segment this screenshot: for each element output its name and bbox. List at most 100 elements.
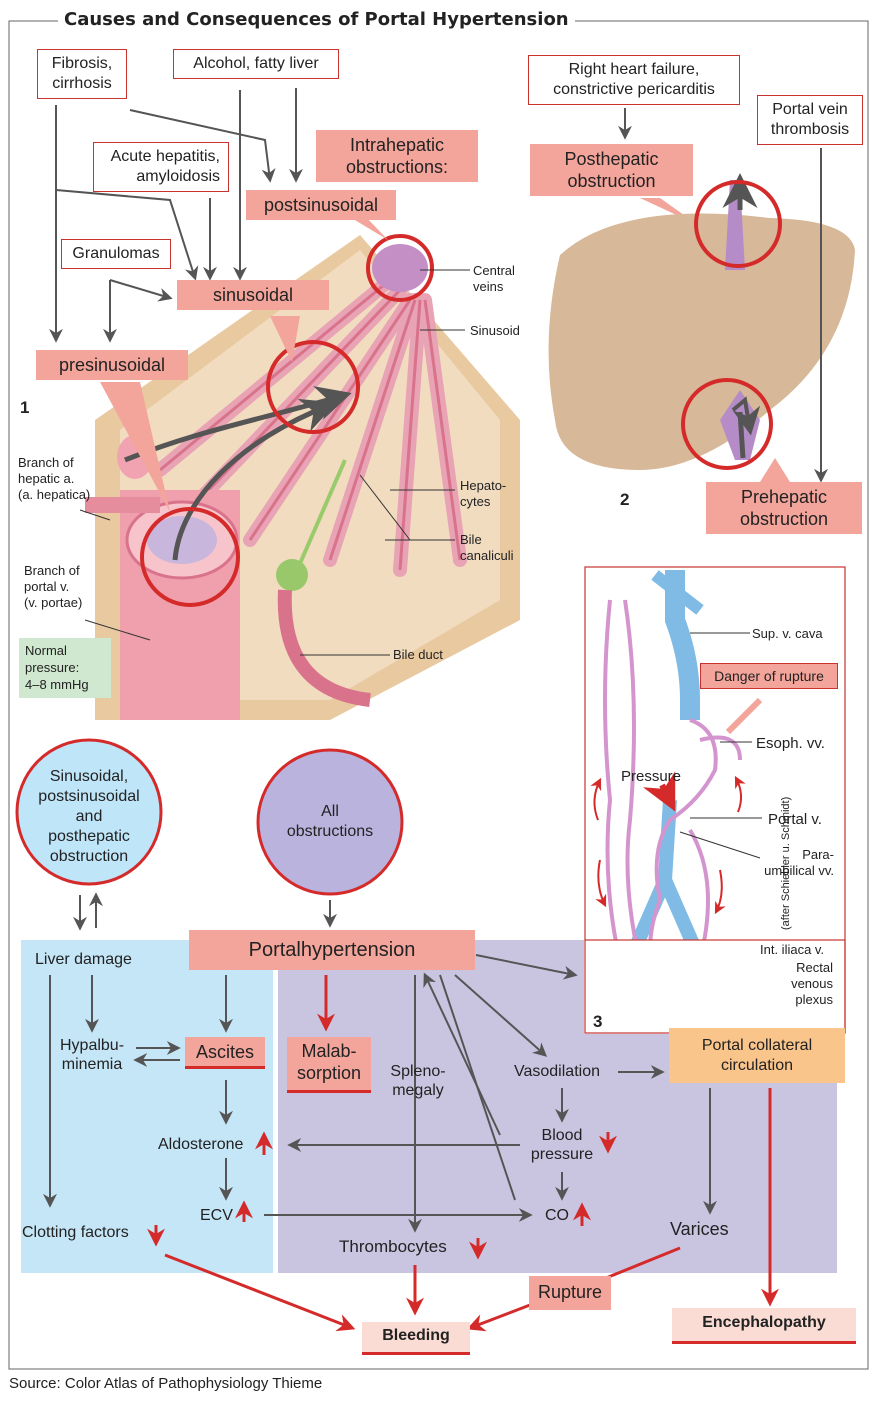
label-paraumbilical: Para- umbilical vv. xyxy=(740,847,834,879)
hypalbuminemia-line2: minemia xyxy=(61,1056,123,1073)
circle-purple-line1: All xyxy=(321,803,339,820)
panel2-arrows xyxy=(618,108,828,483)
box-portal-hypertension: Portalhypertension xyxy=(189,930,475,970)
box-ascites: Ascites xyxy=(185,1037,265,1069)
box-portal-collateral: Portal collateral circulation xyxy=(669,1028,845,1083)
cause-hepatitis-line1: Acute hepatitis, xyxy=(110,148,220,165)
label-credit: (after Schiebler u. Schmidt) xyxy=(780,796,792,930)
label-central-veins-line2: veins xyxy=(473,279,504,294)
label-portal-v: Portal v. xyxy=(768,811,822,828)
cause-right-heart-line2: constrictive pericarditis xyxy=(553,81,715,98)
label-intrahepatic-line2: obstructions: xyxy=(345,157,449,177)
circle-purple-line2: obstructions xyxy=(286,823,374,840)
panel3-overlap-mask xyxy=(584,940,837,1034)
circle-blue-line5: obstruction xyxy=(49,848,129,865)
label-liver-damage: Liver damage xyxy=(35,951,132,968)
label-rectal-line1: Rectal xyxy=(796,960,833,975)
portal-collateral-line2: circulation xyxy=(720,1057,794,1074)
label-thrombocytes: Thrombocytes xyxy=(339,1237,447,1256)
label-hypalbuminemia: Hypalbu- minemia xyxy=(52,1036,132,1074)
label-ecv: ECV xyxy=(200,1207,233,1224)
cause-fibrosis-line1: Fibrosis, xyxy=(51,55,113,72)
label-rectal-line3: plexus xyxy=(795,992,833,1007)
label-danger-rupture: Danger of rupture xyxy=(700,663,838,689)
label-intrahepatic-line1: Intrahepatic xyxy=(349,135,445,155)
panel-number-3: 3 xyxy=(593,1012,603,1031)
circle-blue-line2: postsinusoidal xyxy=(38,788,140,805)
cause-portal-thrombosis-line2: thrombosis xyxy=(770,121,850,138)
label-bile-canaliculi-line2: canaliculi xyxy=(460,548,514,563)
label-rectal-line2: venous xyxy=(791,976,833,991)
flow-arrows xyxy=(43,892,717,1233)
panel-number-1: 1 xyxy=(20,398,30,417)
box-bleeding: Bleeding xyxy=(362,1322,470,1355)
liver-damage-region xyxy=(21,940,273,1273)
flow-red-arrows xyxy=(164,975,779,1332)
label-central-veins-line1: Central xyxy=(473,263,515,278)
splenomegaly-line2: megaly xyxy=(392,1082,444,1099)
label-intrahepatic: Intrahepatic obstructions: xyxy=(316,130,478,182)
malabsorption-line1: Malab- xyxy=(301,1041,357,1061)
label-prehepatic: Prehepatic obstruction xyxy=(706,482,862,534)
cause-portal-thrombosis-line1: Portal vein xyxy=(772,101,848,118)
label-branch-portal-line1: Branch of xyxy=(24,563,80,578)
label-posthepatic: Posthepatic obstruction xyxy=(530,144,693,196)
label-posthepatic-line1: Posthepatic xyxy=(564,149,659,169)
label-branch-hepatic-line2: hepatic a. xyxy=(18,471,75,486)
label-bile-canaliculi: Bile canaliculi xyxy=(460,532,513,564)
label-branch-hepatic: Branch of hepatic a. (a. hepatica) xyxy=(18,455,90,503)
cause-portal-thrombosis: Portal vein thrombosis xyxy=(757,95,863,145)
label-paraumbilical-line1: Para- xyxy=(802,847,834,862)
label-paraumbilical-line2: umbilical vv. xyxy=(764,863,834,878)
panel-number-2: 2 xyxy=(620,490,630,509)
label-aldosterone: Aldosterone xyxy=(158,1136,244,1153)
label-posthepatic-line2: obstruction xyxy=(567,171,656,191)
label-esoph-vv: Esoph. vv. xyxy=(756,735,825,752)
label-sinusoidal: sinusoidal xyxy=(177,280,329,310)
label-branch-portal-line3: (v. portae) xyxy=(24,595,83,610)
label-central-veins: Central veins xyxy=(473,263,515,295)
box-rupture: Rupture xyxy=(529,1276,611,1310)
cause-right-heart: Right heart failure, constrictive perica… xyxy=(528,55,740,105)
label-normal-pressure-line1: Normal xyxy=(25,643,67,658)
cause-right-heart-line1: Right heart failure, xyxy=(568,61,700,78)
box-encephalopathy: Encephalopathy xyxy=(672,1308,856,1344)
label-branch-hepatic-line1: Branch of xyxy=(18,455,74,470)
label-hepatocytes-line2: cytes xyxy=(460,494,491,509)
obstruction-circles-panel1 xyxy=(140,234,434,607)
circle-sinusoidal-obstruction xyxy=(15,738,163,886)
cause-fibrosis: Fibrosis, cirrhosis xyxy=(37,49,127,99)
label-prehepatic-line2: obstruction xyxy=(739,509,829,529)
label-co: CO xyxy=(545,1207,569,1224)
cause-alcohol: Alcohol, fatty liver xyxy=(173,49,339,79)
cause-hepatitis-line2: amyloidosis xyxy=(136,168,220,185)
label-vasodilation: Vasodilation xyxy=(514,1063,600,1080)
label-clotting-factors: Clotting factors xyxy=(22,1224,129,1241)
cause-fibrosis-line2: cirrhosis xyxy=(52,75,112,92)
label-bile-canaliculi-line1: Bile xyxy=(460,532,482,547)
label-postsinusoidal: postsinusoidal xyxy=(246,190,396,220)
box-malabsorption: Malab- sorption xyxy=(287,1037,371,1093)
label-normal-pressure-line2: pressure: xyxy=(25,660,80,675)
label-pressure: Pressure xyxy=(621,768,682,785)
label-sup-cava: Sup. v. cava xyxy=(752,626,823,641)
label-branch-hepatic-line3: (a. hepatica) xyxy=(18,487,91,502)
label-normal-pressure-line3: 4–8 mmHg xyxy=(25,677,89,692)
liver-lobule-illustration xyxy=(85,235,520,720)
label-prehepatic-line1: Prehepatic xyxy=(740,487,828,507)
circle-blue-line4: posthepatic xyxy=(48,828,130,845)
label-sinusoid: Sinusoid xyxy=(470,323,520,338)
obstruction-circles-panel2 xyxy=(681,180,782,470)
text-circle-purple: All obstructions xyxy=(265,802,395,842)
label-normal-pressure: Normal pressure: 4–8 mmHg xyxy=(19,638,111,698)
label-branch-portal-line2: portal v. xyxy=(24,579,70,594)
hypalbuminemia-line1: Hypalbu- xyxy=(59,1037,125,1054)
label-presinusoidal: presinusoidal xyxy=(36,350,188,380)
label-hepatocytes: Hepato- cytes xyxy=(460,478,506,510)
label-int-iliaca: Int. iliaca v. xyxy=(760,942,825,957)
label-bile-duct: Bile duct xyxy=(393,647,443,662)
cause-granulomas: Granulomas xyxy=(61,239,171,269)
figure-title: Causes and Consequences of Portal Hypert… xyxy=(58,9,575,30)
